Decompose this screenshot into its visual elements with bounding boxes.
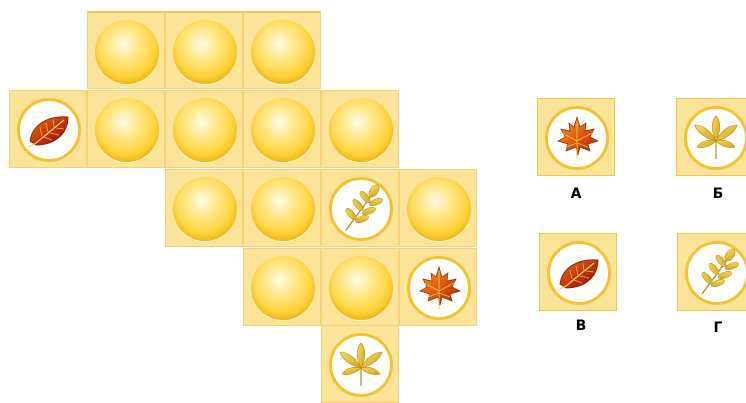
- option-g-tile[interactable]: [677, 233, 746, 311]
- ash-leaf-icon: [336, 184, 386, 234]
- maple-leaf-icon: [552, 113, 602, 163]
- yellow-ball-icon: [251, 256, 315, 320]
- ash-leaf-icon: [692, 248, 742, 298]
- option-g-label[interactable]: Г: [703, 320, 733, 336]
- grid-cell: [87, 90, 165, 168]
- option-v-label[interactable]: В: [566, 318, 596, 334]
- option-v-tile[interactable]: [539, 233, 617, 311]
- grid-cell: [399, 248, 477, 326]
- grid-cell: [321, 90, 399, 168]
- yellow-ball-icon: [251, 20, 315, 84]
- leaf-disc: [545, 106, 609, 170]
- yellow-ball-icon: [407, 177, 471, 241]
- grid-cell: [87, 11, 165, 89]
- leaf-disc: [329, 333, 393, 397]
- option-a-tile[interactable]: [537, 98, 615, 176]
- grid-cell: [321, 169, 399, 247]
- yellow-ball-icon: [173, 20, 237, 84]
- yellow-ball-icon: [95, 98, 159, 162]
- leaf-disc: [407, 256, 471, 320]
- maple-leaf-icon: [414, 263, 464, 313]
- chestnut-leaf-icon: [691, 113, 741, 163]
- yellow-ball-icon: [95, 20, 159, 84]
- grid-cell: [165, 90, 243, 168]
- grid-cell: [321, 325, 399, 403]
- grid-cell: [399, 169, 477, 247]
- grid-cell: [243, 90, 321, 168]
- yellow-ball-icon: [173, 177, 237, 241]
- grid-cell: [321, 248, 399, 326]
- leaf-disc: [17, 98, 81, 162]
- leaf-disc: [684, 106, 746, 170]
- grid-cell: [9, 90, 87, 168]
- yellow-ball-icon: [251, 98, 315, 162]
- grid-cell: [165, 169, 243, 247]
- option-b-label[interactable]: Б: [703, 186, 733, 202]
- grid-cell: [243, 169, 321, 247]
- yellow-ball-icon: [329, 98, 393, 162]
- yellow-ball-icon: [251, 177, 315, 241]
- leaf-disc: [547, 241, 611, 305]
- option-a-label[interactable]: А: [561, 186, 591, 202]
- option-b-tile[interactable]: [676, 98, 746, 176]
- elm-leaf-icon: [554, 248, 604, 298]
- grid-cell: [243, 11, 321, 89]
- chestnut-leaf-icon: [336, 340, 386, 390]
- yellow-ball-icon: [329, 256, 393, 320]
- leaf-disc: [685, 241, 746, 305]
- yellow-ball-icon: [173, 98, 237, 162]
- elm-leaf-icon: [24, 105, 74, 155]
- grid-cell: [243, 248, 321, 326]
- grid-cell: [165, 11, 243, 89]
- leaf-disc: [329, 177, 393, 241]
